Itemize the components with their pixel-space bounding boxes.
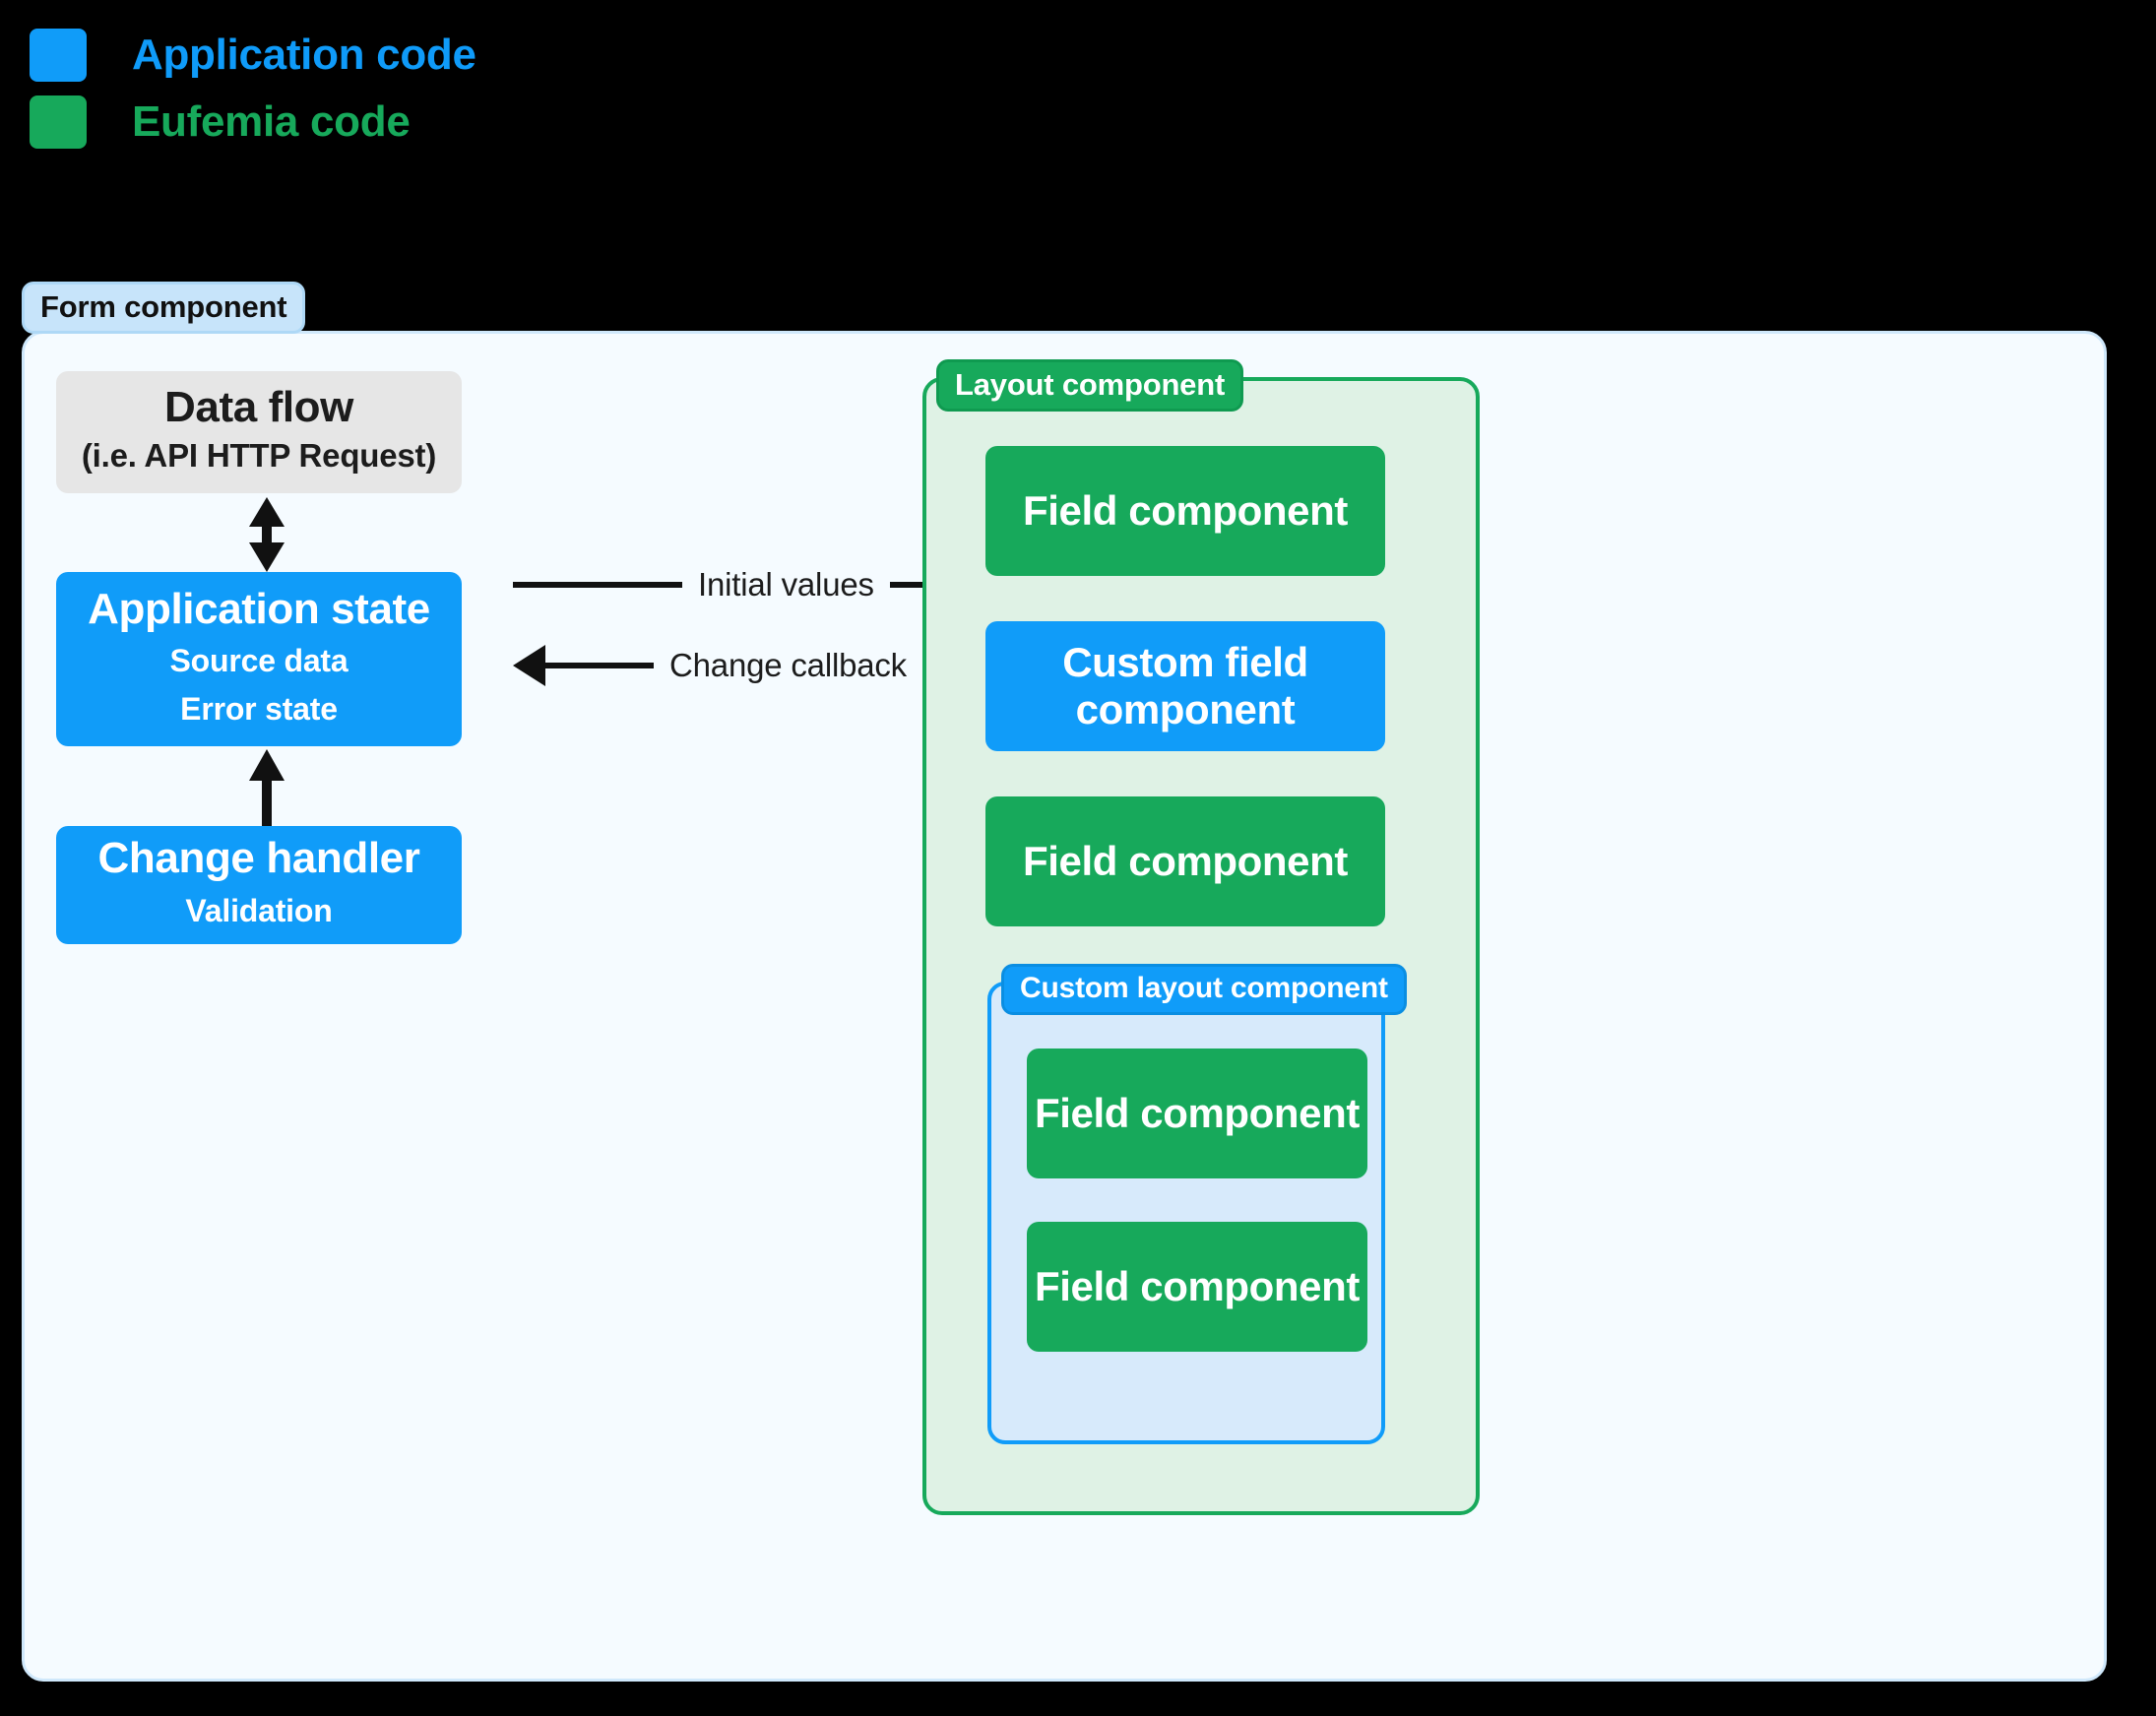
custom-layout-component-group: Custom layout component Field component … <box>987 964 1407 1448</box>
field-component-1: Field component <box>985 446 1385 576</box>
data-flow-title: Data flow <box>164 382 353 431</box>
up-arrow-icon <box>237 749 296 831</box>
data-flow-subtitle: (i.e. API HTTP Request) <box>81 437 437 475</box>
field-component-3: Field component <box>1027 1049 1367 1178</box>
application-state-line-2: Error state <box>180 690 338 727</box>
field-component-4: Field component <box>1027 1222 1367 1352</box>
change-callback-label: Change callback <box>669 647 907 683</box>
legend-item-eufemia-code: Eufemia code <box>30 89 719 156</box>
legend-label-eufemia-code: Eufemia code <box>132 97 411 146</box>
legend: Application code Eufemia code <box>30 22 719 156</box>
blue-square-swatch-icon <box>30 29 87 82</box>
legend-item-application-code: Application code <box>30 22 719 89</box>
change-handler-line-1: Validation <box>185 893 333 929</box>
initial-values-label: Initial values <box>698 566 874 603</box>
form-component-container: Data flow (i.e. API HTTP Request) Applic… <box>22 331 2107 1682</box>
custom-layout-component-container: Field component Field component <box>987 982 1385 1444</box>
form-component-badge: Form component <box>22 282 306 334</box>
green-square-swatch-icon <box>30 95 87 149</box>
layout-component-group: Layout component Field component Custom … <box>922 359 1480 1521</box>
application-state-line-1: Source data <box>169 643 349 679</box>
application-state-title: Application state <box>88 584 430 633</box>
change-handler-node: Change handler Validation <box>56 826 462 944</box>
custom-field-component: Custom field component <box>985 621 1385 751</box>
double-headed-vertical-arrow-icon <box>237 497 296 577</box>
field-component-2: Field component <box>985 796 1385 926</box>
data-flow-node: Data flow (i.e. API HTTP Request) <box>56 371 462 493</box>
arrow-line-left <box>545 663 654 668</box>
arrow-line-left <box>513 582 682 588</box>
application-state-node: Application state Source data Error stat… <box>56 572 462 746</box>
form-component-group: Form component Data flow (i.e. API HTTP … <box>22 282 2113 1687</box>
arrow-head-left-icon <box>513 645 545 686</box>
custom-layout-component-badge: Custom layout component <box>1001 964 1407 1015</box>
legend-label-application-code: Application code <box>132 31 476 79</box>
change-handler-title: Change handler <box>97 834 420 883</box>
layout-component-badge: Layout component <box>936 359 1244 412</box>
layout-component-container: Field component Custom field component F… <box>922 377 1480 1515</box>
